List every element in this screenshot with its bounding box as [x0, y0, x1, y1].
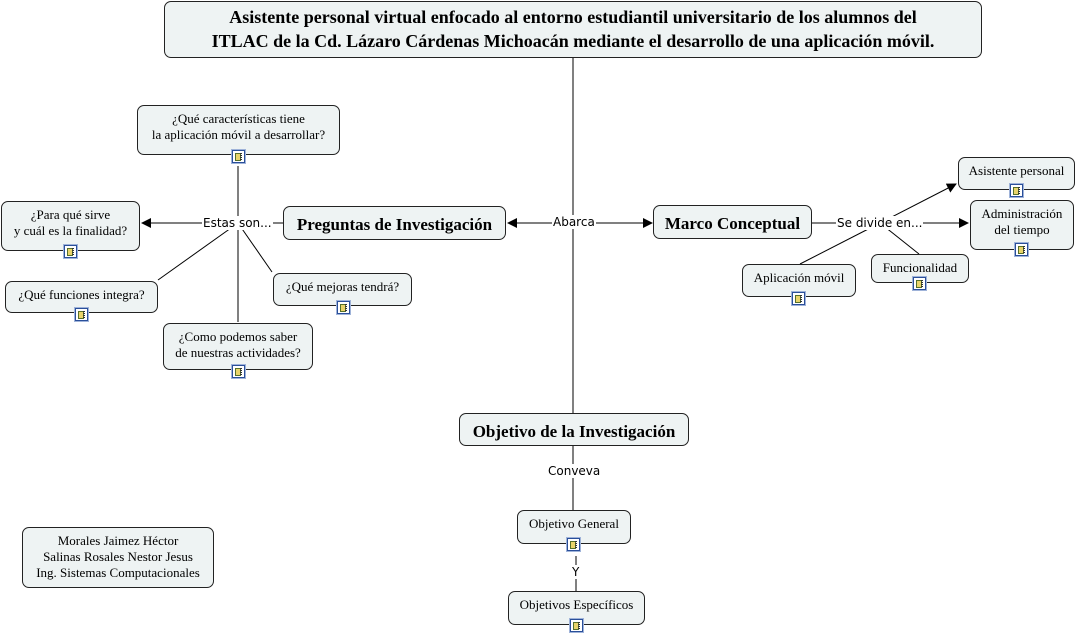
aplicacion-label: Aplicación móvil — [753, 270, 845, 285]
main-topic-line-1: Asistente personal virtual enfocado al e… — [229, 7, 917, 27]
link-label-abarca: Abarca — [552, 215, 596, 229]
document-icon[interactable] — [232, 150, 245, 163]
objetivo-label: Objetivo de la Investigación — [472, 422, 676, 441]
marco-label: Marco Conceptual — [664, 214, 801, 233]
administracion-line-1: Administración — [981, 206, 1063, 221]
link-label-estas-son: Estas son... — [202, 216, 273, 230]
q-caracteristicas-line-1: ¿Qué características tiene — [172, 111, 305, 126]
link-label-conveva: Conveva — [547, 464, 602, 478]
document-icon[interactable] — [913, 277, 926, 290]
document-icon[interactable] — [792, 292, 805, 305]
q-mejoras-node[interactable]: ¿Qué mejoras tendrá? — [273, 273, 412, 306]
q-funciones-label: ¿Qué funciones integra? — [18, 287, 145, 302]
document-icon[interactable] — [567, 538, 580, 551]
document-icon[interactable] — [75, 308, 88, 321]
document-icon[interactable] — [337, 301, 350, 314]
document-icon[interactable] — [1010, 184, 1023, 197]
aplicacion-node[interactable]: Aplicación móvil — [742, 264, 856, 297]
funcionalidad-label: Funcionalidad — [882, 260, 958, 275]
credits-line-1: Morales Jaimez Héctor — [57, 533, 179, 548]
document-icon[interactable] — [570, 619, 583, 632]
q-como-node[interactable]: ¿Como podemos saber de nuestras activida… — [163, 323, 313, 370]
obj-especificos-node[interactable]: Objetivos Específicos — [508, 591, 645, 625]
q-mejoras-label: ¿Qué mejoras tendrá? — [285, 279, 400, 294]
objetivo-node[interactable]: Objetivo de la Investigación — [459, 413, 689, 446]
document-icon[interactable] — [232, 365, 245, 378]
q-como-line-1: ¿Como podemos saber — [178, 329, 298, 344]
q-para-que-line-2: y cuál es la finalidad? — [13, 223, 128, 238]
document-icon[interactable] — [64, 245, 77, 258]
q-caracteristicas-node[interactable]: ¿Qué características tiene la aplicación… — [137, 105, 340, 155]
main-topic-node[interactable]: Asistente personal virtual enfocado al e… — [164, 1, 982, 58]
obj-general-label: Objetivo General — [529, 516, 619, 531]
q-para-que-node[interactable]: ¿Para qué sirve y cuál es la finalidad? — [1, 201, 140, 251]
q-para-que-line-1: ¿Para qué sirve — [30, 207, 111, 222]
q-funciones-node[interactable]: ¿Qué funciones integra? — [5, 281, 158, 313]
preguntas-label: Preguntas de Investigación — [296, 215, 493, 234]
asistente-node[interactable]: Asistente personal — [958, 157, 1075, 190]
link-label-y: Y — [571, 565, 581, 579]
preguntas-node[interactable]: Preguntas de Investigación — [283, 206, 506, 240]
obj-especificos-label: Objetivos Específicos — [519, 597, 634, 612]
credits-line-3: Ing. Sistemas Computacionales — [36, 565, 200, 580]
administracion-line-2: del tiempo — [994, 222, 1050, 237]
main-topic-line-2: ITLAC de la Cd. Lázaro Cárdenas Michoacá… — [211, 31, 935, 51]
credits-node[interactable]: Morales Jaimez Héctor Salinas Rosales Ne… — [22, 527, 214, 588]
link-label-se-divide: Se divide en... — [836, 216, 924, 230]
q-caracteristicas-line-2: la aplicación móvil a desarrollar? — [151, 127, 326, 142]
document-icon[interactable] — [1015, 243, 1028, 256]
marco-node[interactable]: Marco Conceptual — [653, 205, 812, 239]
q-como-line-2: de nuestras actividades? — [175, 345, 301, 360]
asistente-label: Asistente personal — [968, 163, 1065, 178]
credits-line-2: Salinas Rosales Nestor Jesus — [43, 549, 193, 564]
